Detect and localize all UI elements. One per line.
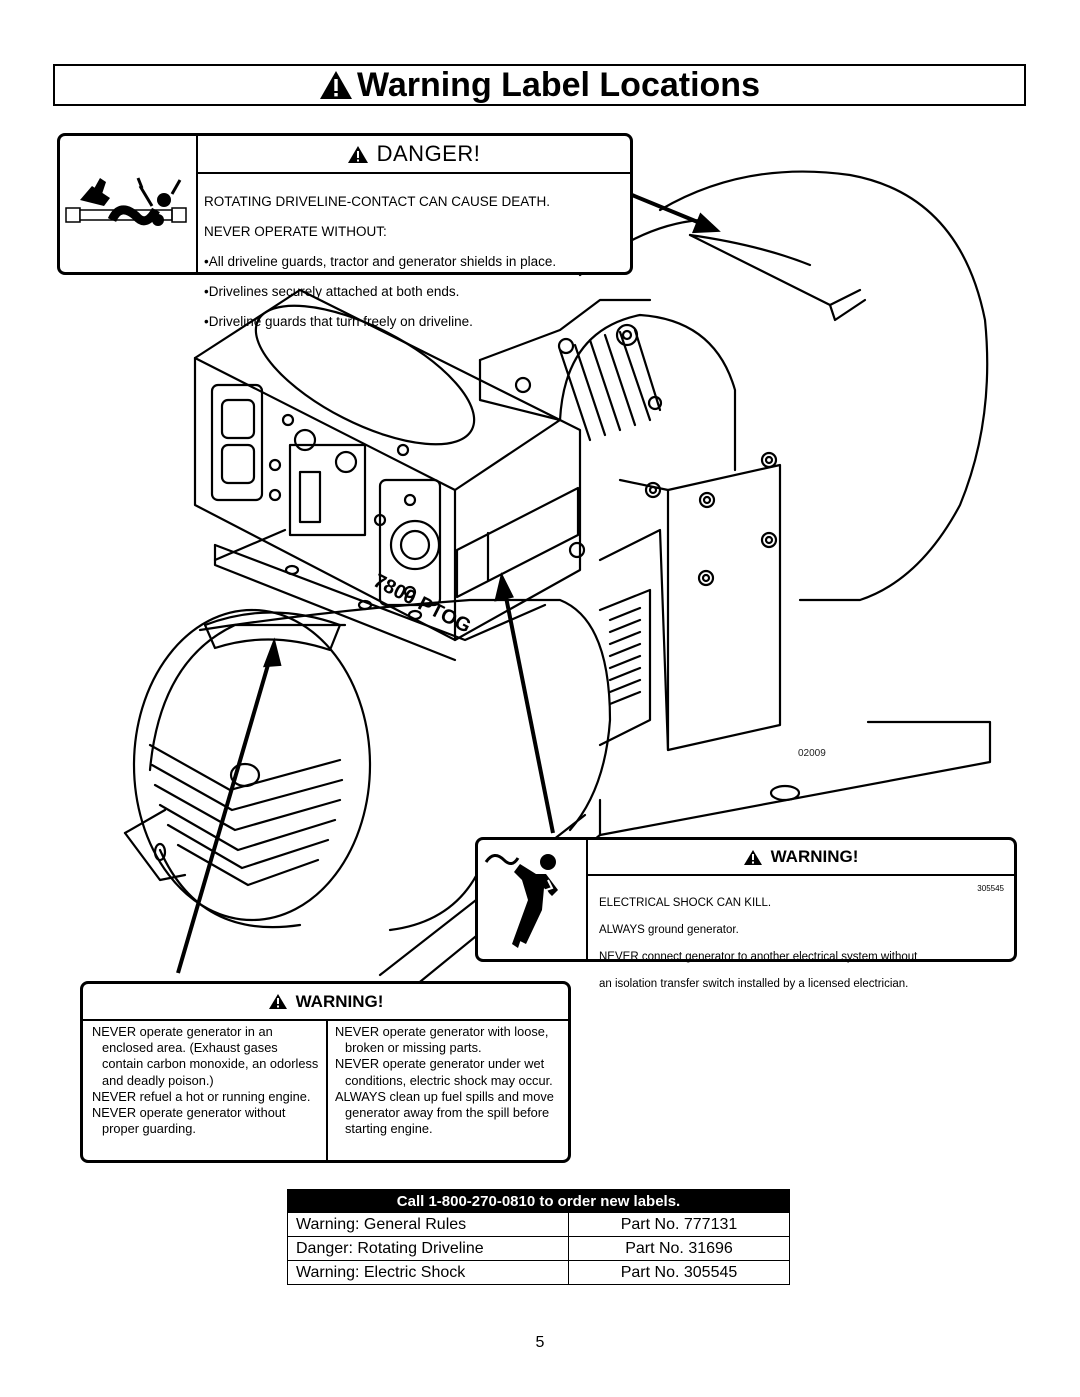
danger-text: ROTATING DRIVELINE-CONTACT CAN CAUSE DEA… [204,180,626,344]
column-divider [326,1019,328,1160]
part-number: Part No. 777131 [620,1215,738,1233]
part-number: Part No. 31696 [625,1239,733,1257]
label-name: Warning: Electric Shock [288,1261,569,1284]
danger-line: •Driveline guards that turn freely on dr… [204,313,473,329]
shock-line: ALWAYS ground generator. [599,923,739,936]
shock-warning-header: WARNING! [587,840,1014,876]
warning-item: NEVER operate generator with loose, brok… [335,1024,549,1056]
danger-label: DANGER! ROTATING DRIVELINE-CONTACT CAN C… [57,133,633,329]
danger-line: •Drivelines securely attached at both en… [204,283,460,299]
driveline-entanglement-icon [60,136,198,272]
shock-part-code: 305545 [977,884,1004,893]
warning-triangle-icon [320,71,352,99]
warning-item: NEVER operate generator under wet condit… [335,1056,553,1088]
general-warning-right-column: NEVER operate generator with loose, brok… [335,1024,567,1137]
danger-heading: DANGER! [376,141,481,166]
shock-line: an isolation transfer switch installed b… [599,977,909,990]
shock-line: NEVER connect generator to another elect… [599,950,918,963]
general-warning-left-column: NEVER operate generator in an enclosed a… [92,1024,322,1137]
danger-line: NEVER OPERATE WITHOUT: [204,223,387,239]
table-row: Danger: Rotating Driveline Part No. 3169… [288,1236,789,1260]
warning-triangle-icon [743,849,762,865]
danger-header: DANGER! [197,136,630,174]
label-name: Warning: General Rules [288,1213,569,1236]
general-warning-heading: WARNING! [295,991,384,1011]
page-number: 5 [535,1334,545,1351]
shock-warning-label: WARNING! 305545 ELECTRICAL SHOCK CAN KIL… [475,837,1017,990]
parts-table-header: Call 1-800-270-0810 to order new labels. [288,1190,789,1212]
table-row: Warning: General Rules Part No. 777131 [288,1212,789,1236]
warning-item: NEVER operate generator in an enclosed a… [92,1024,319,1088]
table-row: Warning: Electric Shock Part No. 305545 [288,1260,789,1284]
parts-table: Call 1-800-270-0810 to order new labels.… [287,1189,790,1285]
warning-item: ALWAYS clean up fuel spills and move gen… [335,1088,554,1137]
general-warning-header: WARNING! [83,984,568,1021]
warning-item: NEVER refuel a hot or running engine. [92,1088,311,1104]
warning-triangle-icon [347,145,368,163]
drawing-code: 02009 [798,748,826,759]
part-number: Part No. 305545 [620,1263,738,1281]
warning-triangle-icon [268,994,287,1009]
electric-shock-icon [478,840,588,959]
shock-warning-text: ELECTRICAL SHOCK CAN KILL. ALWAYS ground… [599,884,1006,1004]
shock-warning-heading: WARNING! [770,847,859,866]
danger-line: •All driveline guards, tractor and gener… [204,253,557,269]
general-warning-label: WARNING! NEVER operate generator in an e… [80,981,571,1163]
label-name: Danger: Rotating Driveline [288,1237,569,1260]
page-title: Warning Label Locations [357,65,760,104]
shock-line: ELECTRICAL SHOCK CAN KILL. [599,896,772,909]
title-box: Warning Label Locations [53,64,1026,106]
warning-item: NEVER operate generator without proper g… [92,1105,286,1137]
danger-line: ROTATING DRIVELINE-CONTACT CAN CAUSE DEA… [204,193,551,209]
